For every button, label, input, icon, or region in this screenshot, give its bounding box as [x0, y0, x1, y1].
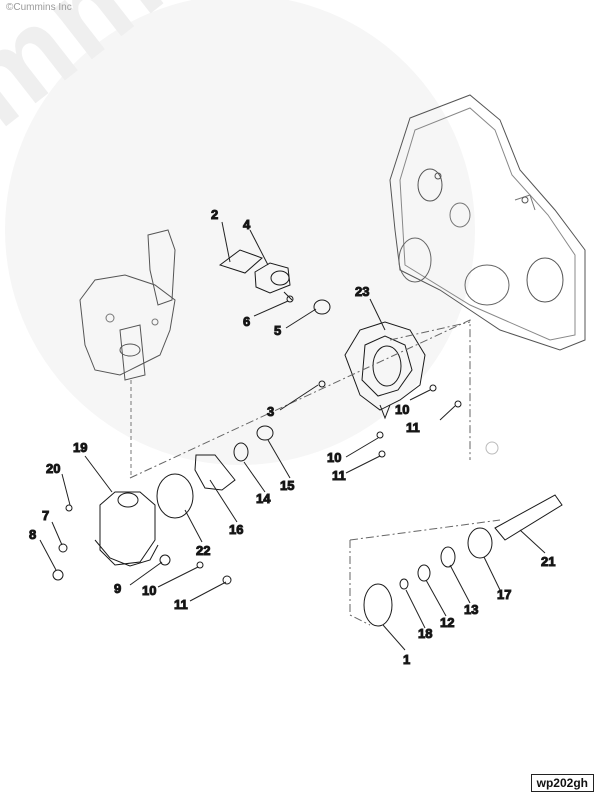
callout-9: 9: [114, 581, 121, 596]
gear-housing: [389, 94, 586, 351]
callout-3: 3: [267, 404, 274, 419]
callout-23: 23: [355, 284, 369, 299]
callout-1: 1: [403, 652, 410, 667]
callout-11c: 11: [174, 597, 188, 612]
thermostat-housing: [79, 229, 176, 478]
gasket-and-outlet: [218, 249, 331, 315]
callout-15: 15: [280, 478, 294, 493]
callout-19: 19: [73, 440, 87, 455]
impeller-assembly: [156, 425, 274, 519]
water-pump-body: [318, 321, 462, 458]
callout-11a: 11: [406, 420, 420, 435]
drawing-reference-code: wp202gh: [530, 774, 594, 792]
callout-10a: 10: [395, 402, 409, 417]
callout-17: 17: [497, 587, 511, 602]
copyright-text: ©Cummins Inc: [6, 2, 72, 13]
callout-20: 20: [46, 461, 60, 476]
callout-4: 4: [243, 217, 251, 232]
lower-pump-assembly: [52, 491, 232, 585]
callout-16: 16: [229, 522, 243, 537]
callout-14: 14: [256, 491, 271, 506]
callout-10b: 10: [327, 450, 341, 465]
callout-11b: 11: [332, 468, 346, 483]
shaft-assembly: [363, 494, 563, 627]
callout-18: 18: [418, 626, 432, 641]
callout-12: 12: [440, 615, 454, 630]
callout-21: 21: [541, 554, 555, 569]
callout-10c: 10: [142, 583, 156, 598]
callout-8: 8: [29, 527, 36, 542]
callout-5: 5: [274, 323, 281, 338]
callout-13: 13: [464, 602, 478, 617]
registered-mark-icon: [485, 441, 499, 455]
leader-lines: [39, 221, 546, 651]
callout-22: 22: [196, 543, 210, 558]
callout-2: 2: [211, 207, 218, 222]
callout-labels: 2 4 6 5 23 3 10 11 10 11 15 14 16 19 20 …: [29, 207, 556, 668]
callout-6: 6: [243, 314, 250, 329]
assembly-boundary-lines: [129, 319, 501, 626]
callout-7: 7: [42, 508, 49, 523]
